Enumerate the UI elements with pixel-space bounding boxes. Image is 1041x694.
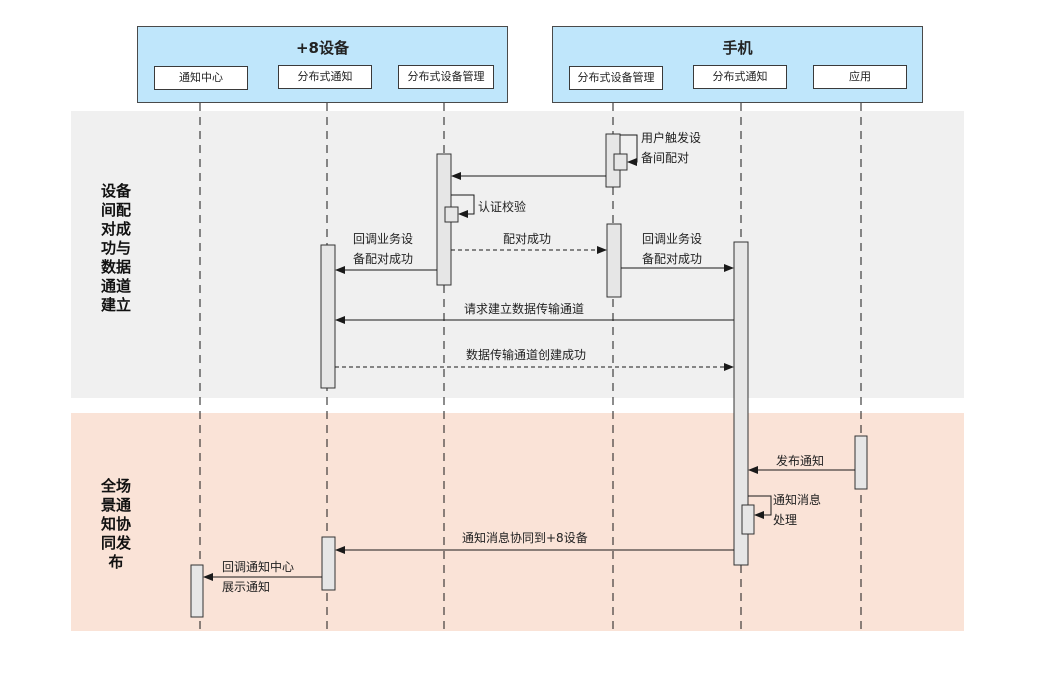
message-line: 展示通知	[222, 580, 271, 594]
message-label-m11: 通知消息协同到+8设备	[462, 528, 588, 548]
message-line: 用户触发设	[641, 131, 702, 145]
activation-phone-distributed-notification	[733, 241, 749, 566]
activation-plus8-device-manager-self	[444, 206, 459, 223]
phase-label-line: 设备	[100, 182, 131, 200]
phase-label-line: 功与	[100, 239, 131, 257]
message-line: 处理	[773, 513, 798, 527]
component-distributed-device-manager: 分布式设备管理	[398, 65, 494, 89]
message-line: 通知消息	[773, 493, 822, 507]
message-line: 配对成功	[503, 232, 552, 246]
activation-phone-device-manager-2	[606, 223, 622, 298]
phase-label-line: 对成	[100, 220, 131, 238]
message-line: 认证校验	[478, 200, 527, 214]
phase-label-notification: 全场 景通 知协 同发 布	[96, 477, 136, 572]
message-line: 回调通知中心	[222, 560, 295, 574]
message-line: 通知消息协同到+8设备	[462, 531, 588, 545]
message-label-m6: 回调业务设 备配对成功	[642, 229, 702, 269]
phase-label-line: 景通	[100, 496, 131, 514]
activation-plus8-distributed-notification-2	[321, 536, 336, 591]
phase-label-line: 全场	[100, 477, 131, 495]
message-line: 数据传输通道创建成功	[466, 348, 587, 362]
component-distributed-notification: 分布式通知	[278, 65, 372, 89]
message-label-m12: 回调通知中心 展示通知	[222, 557, 294, 597]
phase-label-line: 间配	[100, 201, 131, 219]
activation-application	[854, 435, 868, 490]
arrow-m10-self	[748, 495, 772, 519]
activation-notification-center	[190, 564, 204, 618]
phase-label-line: 同发	[100, 534, 131, 552]
message-line: 备配对成功	[642, 252, 703, 266]
component-distributed-notification: 分布式通知	[693, 65, 787, 89]
message-line: 回调业务设	[353, 232, 414, 246]
component-notification-center: 通知中心	[154, 66, 248, 90]
component-application: 应用	[813, 65, 907, 89]
activation-phone-device-manager-self	[613, 153, 628, 171]
message-label-m10: 通知消息 处理	[773, 490, 821, 530]
phase-label-line: 通道	[100, 277, 131, 295]
activation-phone-distributed-notification-self	[741, 504, 755, 535]
message-label-m1: 用户触发设 备间配对	[641, 128, 701, 168]
message-label-m4: 配对成功	[503, 229, 551, 249]
message-line: 备配对成功	[353, 252, 414, 266]
activation-plus8-distributed-notification-1	[320, 244, 336, 389]
message-label-m9: 发布通知	[776, 451, 824, 471]
message-label-m8: 数据传输通道创建成功	[466, 345, 586, 365]
phase-label-line: 布	[108, 553, 124, 571]
message-line: 发布通知	[776, 454, 825, 468]
phase-label-line: 知协	[100, 515, 131, 533]
message-line: 回调业务设	[642, 232, 703, 246]
component-distributed-device-manager: 分布式设备管理	[569, 66, 663, 90]
phase-pairing-background	[71, 111, 964, 398]
device-title: 手机	[722, 39, 753, 57]
arrow-m1-self	[620, 134, 638, 166]
phase-label-pairing: 设备 间配 对成 功与 数据 通道 建立	[96, 182, 136, 315]
message-line: 备间配对	[641, 151, 690, 165]
device-plus8: +8设备 通知中心 分布式通知 分布式设备管理	[137, 26, 508, 103]
phase-notification-background	[71, 413, 964, 631]
device-title: +8设备	[295, 39, 349, 57]
message-line: 请求建立数据传输通道	[464, 302, 585, 316]
message-label-m5: 回调业务设 备配对成功	[353, 229, 413, 269]
arrow-m3-self	[451, 194, 475, 218]
device-phone: 手机 分布式设备管理 分布式通知 应用	[552, 26, 923, 103]
message-label-m3: 认证校验	[478, 197, 526, 217]
message-label-m7: 请求建立数据传输通道	[464, 299, 584, 319]
phase-label-line: 建立	[100, 296, 131, 314]
phase-label-line: 数据	[100, 258, 131, 276]
